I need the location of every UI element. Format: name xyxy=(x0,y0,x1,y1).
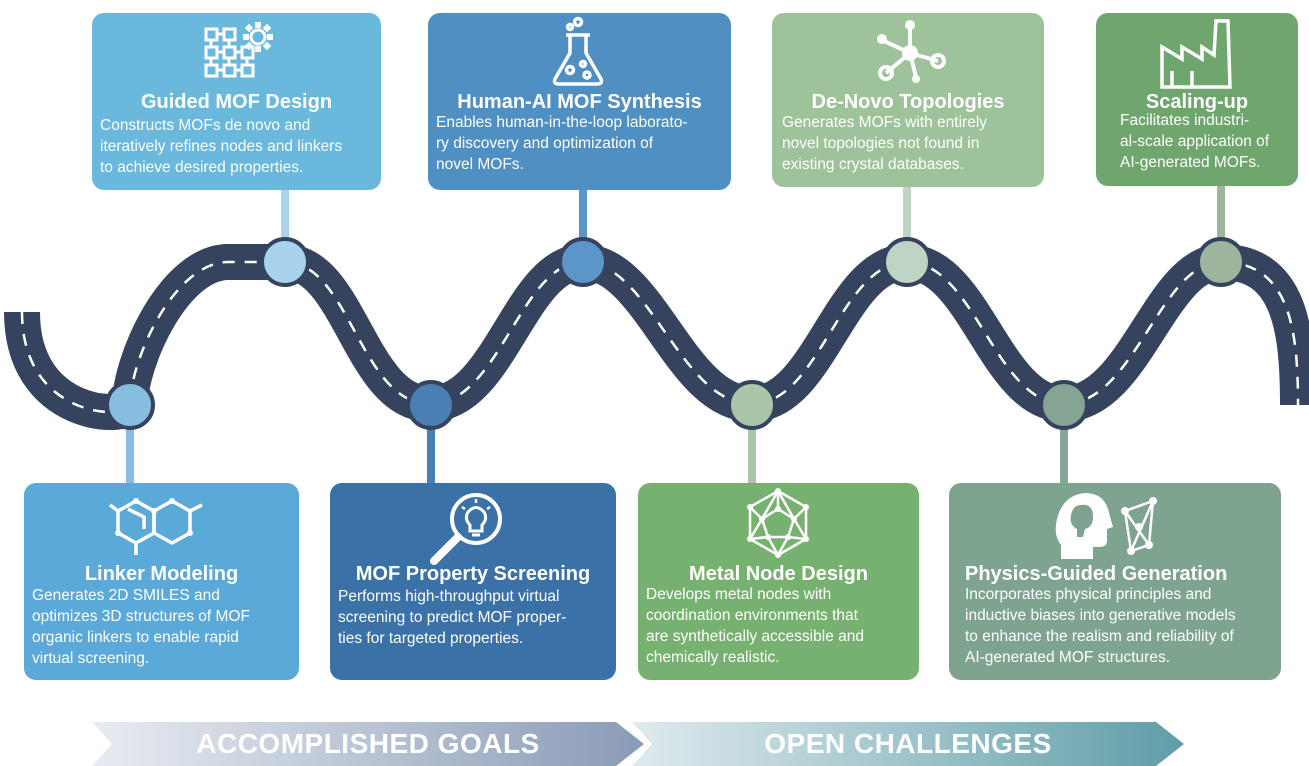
card-description: Develops metal nodes with coordination e… xyxy=(646,586,864,666)
hexagon-molecule-icon xyxy=(108,498,203,555)
card-physics-guided-generation: Physics-Guided Generation Incorporates p… xyxy=(949,483,1281,680)
connector-guided xyxy=(281,190,289,242)
connector-metal xyxy=(748,425,756,483)
card-mof-property-screening: MOF Property Screening Performs high-thr… xyxy=(330,483,616,680)
connector-physics xyxy=(1060,425,1068,483)
connector-human-ai xyxy=(579,190,587,242)
connector-denovo xyxy=(903,187,911,242)
magnifier-lightbulb-icon xyxy=(430,493,502,565)
connector-screening xyxy=(427,425,435,483)
card-description: Facilitates industri- al-scale applicati… xyxy=(1120,112,1270,171)
accomplished-goals-banner: ACCOMPLISHED GOALS xyxy=(92,722,644,766)
card-title: De-Novo Topologies xyxy=(811,91,1005,113)
card-description: Generates MOFs with entirely novel topol… xyxy=(782,114,988,173)
card-linker-modeling: Linker Modeling Generates 2D SMILES and … xyxy=(24,483,299,680)
open-challenges-label: OPEN CHALLENGES xyxy=(764,728,1052,759)
connector-linker xyxy=(126,425,134,483)
card-description: Enables human-in-the-loop laborato- ry d… xyxy=(436,114,688,173)
card-title: Linker Modeling xyxy=(84,563,239,585)
card-description: Incorporates physical principles and ind… xyxy=(965,586,1236,666)
flask-icon xyxy=(552,16,604,86)
card-title: Guided MOF Design xyxy=(140,91,333,113)
head-network-icon xyxy=(1055,493,1157,559)
card-human-ai-mof-synthesis: Human-AI MOF Synthesis Enables human-in-… xyxy=(428,13,731,190)
factory-icon xyxy=(1160,19,1232,89)
card-description: Generates 2D SMILES and optimizes 3D str… xyxy=(32,587,250,667)
open-challenges-banner: OPEN CHALLENGES xyxy=(632,722,1184,766)
card-de-novo-topologies: De-Novo Topologies Generates MOFs with e… xyxy=(772,13,1044,187)
card-title: Human-AI MOF Synthesis xyxy=(457,91,702,113)
card-title: Physics-Guided Generation xyxy=(965,563,1228,585)
card-title: Scaling-up xyxy=(1145,91,1249,113)
mof-grid-gear-icon xyxy=(204,22,273,78)
card-description: Performs high-throughput virtual screeni… xyxy=(338,588,567,647)
card-description: Constructs MOFs de novo and iteratively … xyxy=(100,117,343,176)
card-metal-node-design: Metal Node Design Develops metal nodes w… xyxy=(638,483,919,680)
card-scaling-up: Scaling-up Facilitates industri- al-scal… xyxy=(1096,13,1298,186)
card-title: MOF Property Screening xyxy=(355,563,591,585)
molecule-network-icon xyxy=(877,20,946,83)
accomplished-goals-label: ACCOMPLISHED GOALS xyxy=(196,728,540,759)
polyhedron-icon xyxy=(747,488,809,558)
card-title: Metal Node Design xyxy=(689,563,868,585)
card-guided-mof-design: Guided MOF Design Constructs MOFs de nov… xyxy=(92,13,381,190)
connector-scaling xyxy=(1217,186,1225,242)
